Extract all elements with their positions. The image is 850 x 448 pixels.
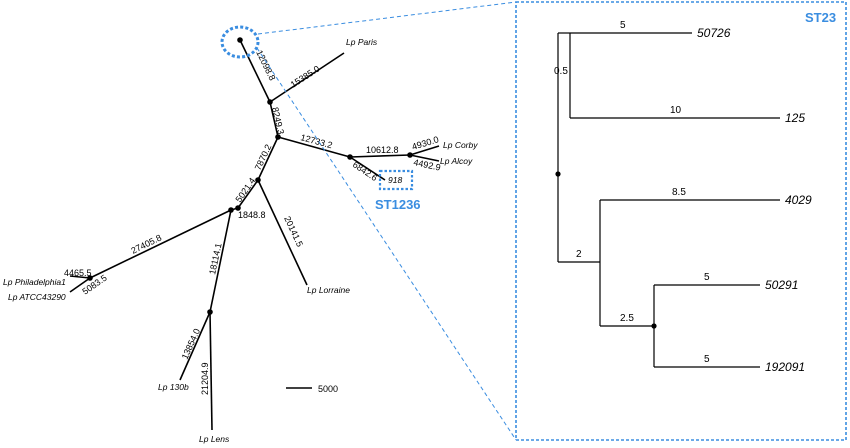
inset-length-label-upper-clade: 0.5 [554,66,568,77]
inset-connector-bottom [256,47,517,441]
inset-title: ST23 [805,10,836,25]
inset-leaf-label-4: 192091 [765,360,805,374]
branch-center-to-lorraine-node [257,136,279,181]
branch-lorraine-node-to-lower [237,179,259,209]
node-corby-alcoy [407,152,413,158]
leaf-label-corby: Lp Corby [443,140,478,150]
length-label-center-to-lorraine-node: 7870.2 [253,143,274,172]
branch-upper-internal [269,101,279,138]
leaf-label-atcc: Lp ATCC43290 [8,292,66,302]
inset-connector-top [257,1,517,35]
node-130b-group [207,309,213,315]
length-label-st1236: 6842.6 [351,159,379,183]
inset-leaf-label-2: 4029 [785,193,812,207]
length-label-paris: 15385.0 [289,64,322,90]
branch-130b [179,311,211,381]
node-philadelphia-group [87,275,93,281]
branch-to-130b-group [209,209,232,313]
length-label-corby: 4930.0 [411,134,440,152]
branch-alcoy [409,154,440,162]
branch-to-corby-group [277,136,351,158]
inset-length-label-4029: 8.5 [672,187,686,198]
length-label-130b: 13854.0 [180,327,202,361]
length-label-philadelphia-group: 27405.8 [129,233,163,256]
branch-paris [269,52,345,103]
st23-highlight-circle [220,25,260,59]
highlights: ST1236 [220,1,517,441]
st1236-highlight-box [378,169,414,191]
length-label-upper-internal: 8249.3 [270,106,286,135]
leaf-label-918: 918 [388,175,402,185]
node-lorraine [255,177,261,183]
st1236-label: ST1236 [375,197,421,212]
node-top-leaf [237,37,243,43]
node-corby-group [347,154,353,160]
branch-corby-alcoy-internal [349,154,411,158]
branch-lorraine [257,179,308,286]
node-center [275,134,281,140]
inset-length-label-125: 10 [670,105,682,116]
branch-philadelphia-group [89,209,232,279]
node-upper [267,99,273,105]
inset-length-label-50291: 5 [704,272,710,283]
inset-leaf-label-0: 50726 [697,26,731,40]
inset-length-label-192091: 5 [704,354,710,365]
leaf-label-paris: Lp Paris [346,37,378,47]
inset-length-label-inner-clade: 2.5 [620,313,634,324]
leaf-label-lorraine: Lp Lorraine [307,285,350,295]
branch-philadelphia [69,275,91,279]
length-label-alcoy: 4492.9 [413,157,442,173]
leaf-label-philadelphia: Lp Philadelphia1 [3,277,66,287]
leaf-label-lens: Lp Lens [199,434,230,444]
branch-corby [409,145,440,156]
leaf-label-alcoy: Lp Alcoy [440,156,473,166]
branch-lens [209,311,213,431]
inset-tree-panel: ST23 50726 125 4029 50291 192091 5 10 0.… [515,1,847,441]
node-lower-a [235,205,241,211]
unrooted-tree: Lp Paris Lp Corby Lp Alcoy 918 Lp Philad… [3,37,478,444]
branch-atcc [69,277,91,293]
length-label-philadelphia: 4465.5 [64,268,92,278]
inset-root-node [555,171,561,177]
length-label-lorraine-node-to-lower: 5021.4 [233,176,257,204]
scale-bar-label: 5000 [318,384,338,394]
length-label-lens: 21204.9 [200,362,210,395]
inset-leaf-label-3: 50291 [765,278,798,292]
length-label-lorraine: 20141.5 [282,215,305,249]
branch-top-leaf [239,39,271,103]
length-label-lower-internal: 1848.8 [238,210,266,220]
length-label-corby-alcoy-internal: 10612.8 [366,145,399,155]
node-lower-b [228,207,234,213]
inset-length-label-50726: 5 [620,20,626,31]
leaf-label-130b: Lp 130b [158,382,189,392]
inset-leaf-label-1: 125 [785,111,805,125]
inset-length-label-lower-clade: 2 [576,249,582,260]
